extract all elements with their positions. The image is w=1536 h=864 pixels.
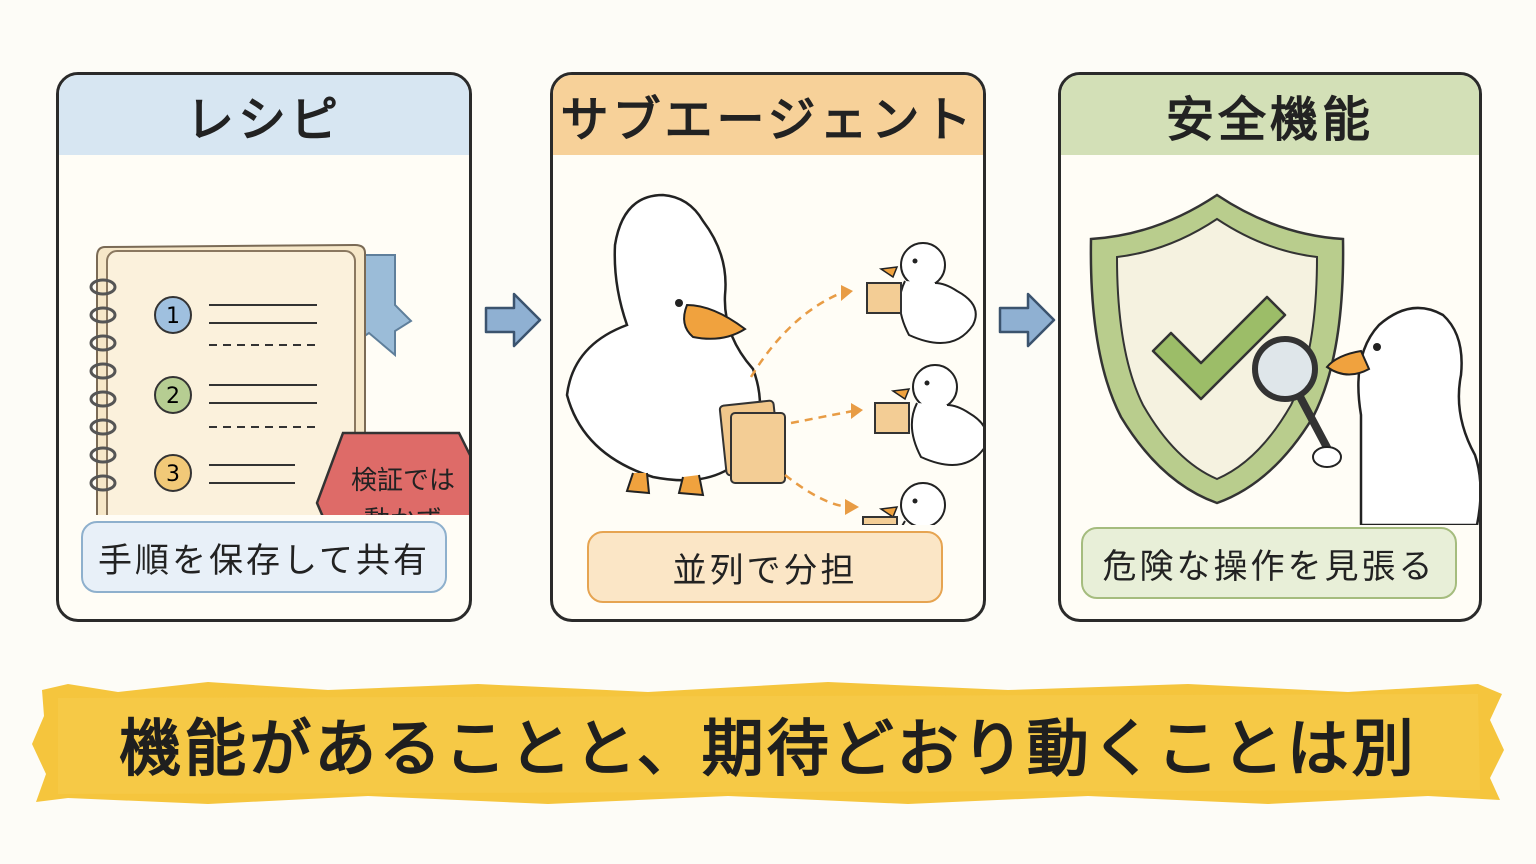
svg-text:1: 1 xyxy=(166,304,180,329)
step-1-icon: 1 xyxy=(154,296,192,334)
recipe-panel: レシピ 1 2 xyxy=(56,72,472,622)
subagent-panel-title: サブエージェント xyxy=(553,75,983,155)
arrow-right-icon xyxy=(484,292,542,348)
paper-stack-icon xyxy=(718,399,786,484)
warning-badge: 検証では 動かず xyxy=(315,431,469,515)
svg-text:検証では: 検証では xyxy=(351,466,455,496)
duckling-icon-3 xyxy=(862,482,946,525)
subagent-panel: サブエージェント xyxy=(550,72,986,622)
step-2-icon: 2 xyxy=(154,376,192,414)
notebook-illustration: 1 2 3 検証では 動かず xyxy=(89,243,469,515)
recipe-caption: 手順を保存して共有 xyxy=(81,521,447,593)
duckling-icon-2 xyxy=(874,364,983,466)
safety-caption: 危険な操作を見張る xyxy=(1081,527,1457,599)
magnifier-icon xyxy=(1252,336,1342,468)
recipe-panel-title: レシピ xyxy=(59,75,469,155)
duckling-icon-1 xyxy=(866,242,977,344)
inspector-duck-icon xyxy=(1325,306,1479,525)
step-3-icon: 3 xyxy=(154,454,192,492)
duck-icon xyxy=(565,193,762,497)
safety-panel: 安全機能 危険な操作を見張る xyxy=(1058,72,1482,622)
svg-text:3: 3 xyxy=(166,462,180,487)
subagent-illustration xyxy=(565,193,983,525)
brush-stroke-background xyxy=(32,682,1504,804)
conclusion-banner: 機能があることと、期待どおり動くことは別 xyxy=(28,680,1508,806)
svg-text:動かず: 動かず xyxy=(364,506,442,515)
notebook-icon xyxy=(89,243,366,515)
safety-panel-title: 安全機能 xyxy=(1061,75,1479,155)
svg-text:2: 2 xyxy=(166,384,180,409)
conclusion-text: 機能があることと、期待どおり動くことは別 xyxy=(119,712,1417,785)
safety-illustration xyxy=(1089,193,1479,525)
arrow-right-icon xyxy=(998,292,1056,348)
subagent-caption: 並列で分担 xyxy=(587,531,943,603)
checkmark-icon xyxy=(1151,295,1287,401)
